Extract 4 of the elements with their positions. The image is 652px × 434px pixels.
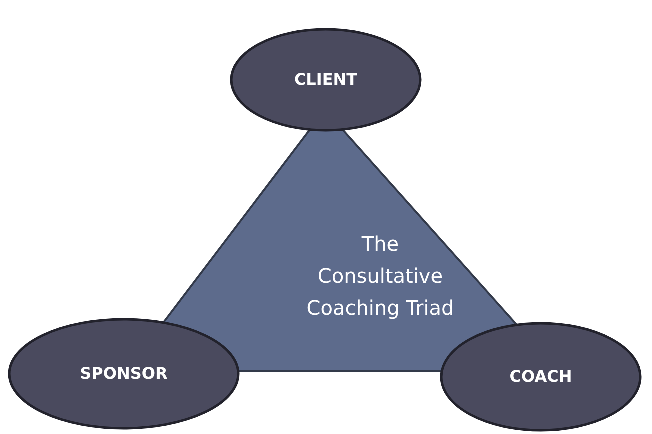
- triad-title: The Consultative Coaching Triad: [306, 230, 456, 322]
- role-label: SPONSOR: [80, 364, 168, 384]
- role-label: CLIENT: [294, 70, 358, 90]
- role-label: COACH: [510, 367, 572, 387]
